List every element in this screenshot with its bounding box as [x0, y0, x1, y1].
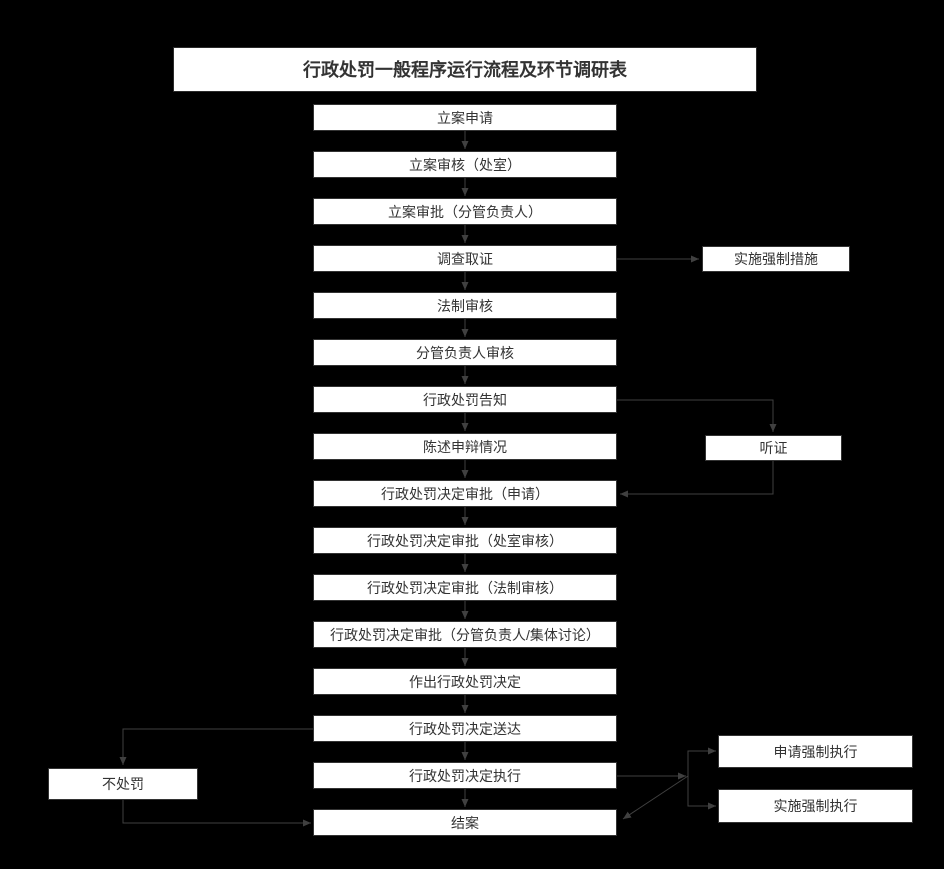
flow-node-apply-compulsory-execution: 申请强制执行: [718, 735, 913, 768]
flow-node-decision-approval-application: 行政处罚决定审批（申请）: [313, 480, 617, 507]
flow-node-make-penalty-decision: 作出行政处罚决定: [313, 668, 617, 695]
edge-penalty-notification-to-hearing: [617, 399, 777, 432]
flow-node-no-penalty: 不处罚: [48, 768, 198, 800]
edge-junction-to-apply-compulsory-execution: [687, 747, 716, 776]
flow-node-implement-compulsory-execution: 实施强制执行: [718, 789, 913, 823]
flow-node-decision-approval-legal: 行政处罚决定审批（法制审核）: [313, 574, 617, 601]
flow-node-penalty-notification: 行政处罚告知: [313, 386, 617, 413]
flow-node-hearing: 听证: [705, 435, 842, 461]
flow-node-decision-execution: 行政处罚决定执行: [313, 762, 617, 789]
flow-node-filing-approval-leader: 立案审批（分管负责人）: [313, 198, 617, 225]
edge-delivery-to-no-penalty: [119, 728, 313, 765]
edge-junction-to-implement-compulsory-execution: [687, 776, 716, 810]
flow-node-filing-application: 立案申请: [313, 104, 617, 131]
flow-node-filing-review-division: 立案审核（处室）: [313, 151, 617, 178]
flow-node-compulsory-measures: 实施强制措施: [702, 246, 850, 272]
flow-node-legal-review: 法制审核: [313, 292, 617, 319]
edge-no-penalty-to-case-closed: [122, 800, 311, 827]
edge-hearing-to-decision-approval-application: [620, 461, 774, 498]
flow-node-decision-approval-leader-group: 行政处罚决定审批（分管负责人/集体讨论）: [313, 621, 617, 648]
diagram-title: 行政处罚一般程序运行流程及环节调研表: [173, 47, 757, 92]
flow-node-decision-delivery: 行政处罚决定送达: [313, 715, 617, 742]
flow-node-case-closed: 结案: [313, 809, 617, 836]
edge-junction-to-case-closed-diagonal: [622, 775, 689, 820]
flow-node-investigation-evidence: 调查取证: [313, 245, 617, 272]
flow-node-statement-defense: 陈述申辩情况: [313, 433, 617, 460]
flow-node-decision-approval-division: 行政处罚决定审批（处室审核）: [313, 527, 617, 554]
flow-node-leader-review: 分管负责人审核: [313, 339, 617, 366]
